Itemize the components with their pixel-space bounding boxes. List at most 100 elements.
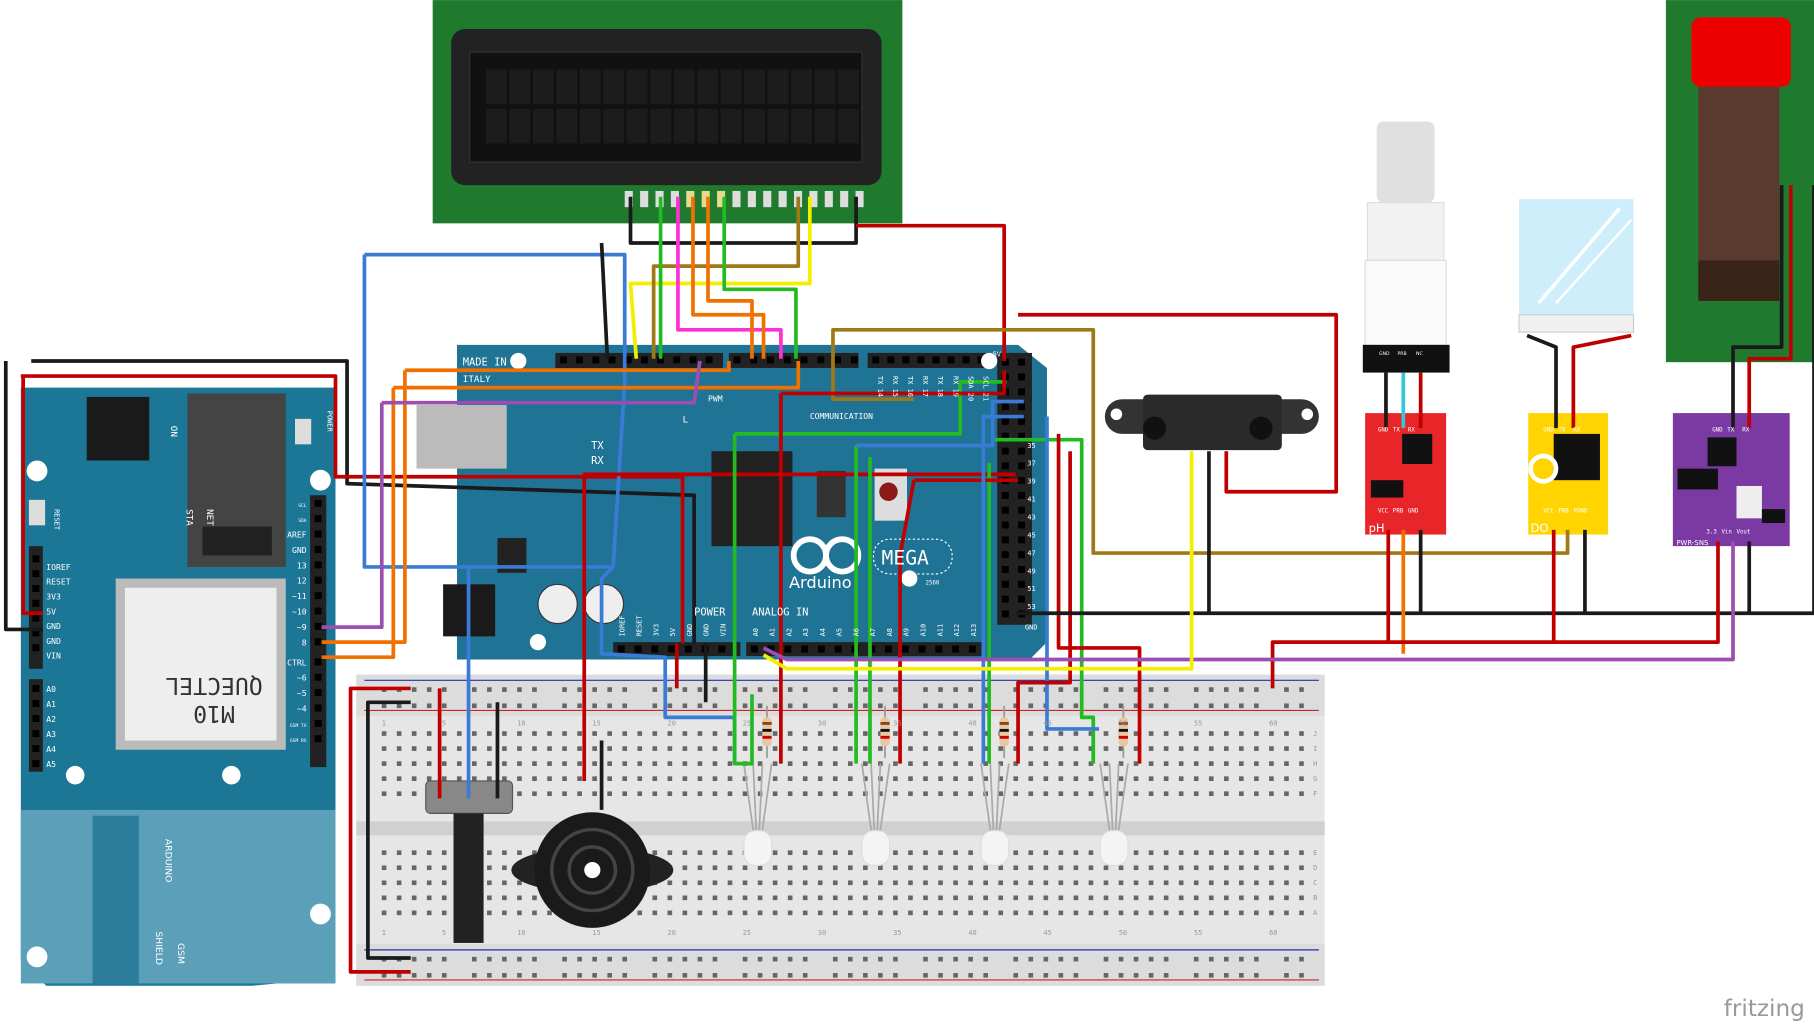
- pin-label: RX 19: [951, 376, 959, 397]
- header-pin: [1001, 417, 1009, 425]
- breadboard-hole: [1103, 956, 1109, 962]
- breadboard-hole: [968, 746, 973, 751]
- header-pin: [977, 356, 985, 364]
- module-pin-label: PRB: [1393, 509, 1404, 515]
- breadboard-hole: [893, 850, 898, 856]
- lcd-character-cell: [791, 108, 813, 144]
- breadboard-hole: [562, 761, 567, 766]
- wire: [381, 360, 702, 405]
- breadboard-hole: [577, 687, 582, 692]
- header-pin: [1018, 447, 1026, 455]
- gnd-label: GND: [1025, 623, 1038, 631]
- breadboard-hole: [938, 703, 943, 709]
- resistor-body: [999, 717, 1009, 747]
- breadboard-hole: [1088, 776, 1094, 781]
- breadboard-hole: [908, 865, 913, 871]
- breadboard-hole: [1223, 850, 1229, 856]
- breadboard-hole: [487, 895, 492, 901]
- breadboard-hole: [1223, 865, 1229, 871]
- header-pin: [1001, 551, 1009, 559]
- breadboard-hole: [1269, 880, 1274, 886]
- breadboard-hole: [953, 910, 958, 916]
- pin-label: RX 15: [891, 376, 899, 397]
- breadboard-hole: [1043, 791, 1049, 797]
- pin-label: VIN: [719, 624, 727, 637]
- breadboard-hole: [1133, 731, 1139, 736]
- wire: [898, 479, 916, 764]
- breadboard-hole: [622, 703, 628, 709]
- breadboard-hole: [757, 731, 763, 736]
- header-pin: [947, 356, 955, 364]
- breadboard-hole: [802, 703, 808, 709]
- breadboard-hole: [441, 973, 447, 978]
- breadboard-hole: [562, 776, 567, 781]
- breadboard-hole: [1239, 895, 1244, 901]
- pin-label: TX 18: [936, 376, 944, 397]
- breadboard-hole: [592, 761, 597, 766]
- breadboard-hole: [1073, 880, 1079, 886]
- wire: [20, 374, 685, 644]
- breadboard-hole: [863, 776, 868, 781]
- breadboard-hole: [787, 687, 793, 692]
- breadboard-hole: [1148, 973, 1154, 978]
- header-pin: [673, 356, 681, 364]
- breadboard-hole: [1269, 731, 1274, 736]
- pin-label: IOREF: [46, 562, 70, 572]
- breadboard-hole: [1148, 731, 1154, 736]
- breadboard-hole: [381, 880, 387, 886]
- breadboard-hole: [742, 910, 748, 916]
- header-pin: [817, 356, 825, 364]
- pin-label: 43: [1027, 514, 1035, 522]
- breadboard-hole: [1013, 761, 1019, 766]
- breadboard-hole: [1088, 895, 1094, 901]
- pin-label: A3: [46, 729, 56, 739]
- column-number: 25: [743, 929, 751, 937]
- breadboard-hole: [1118, 687, 1124, 692]
- header-pin: [1001, 566, 1009, 573]
- breadboard-hole: [817, 850, 823, 856]
- header-pin: [314, 704, 322, 712]
- breadboard-hole: [712, 731, 718, 736]
- breadboard-hole: [487, 746, 492, 751]
- breadboard-hole: [1178, 850, 1184, 856]
- breadboard-hole: [697, 703, 703, 709]
- led-body: [980, 830, 1010, 867]
- wire: [366, 700, 411, 960]
- breadboard-hole: [1269, 761, 1274, 766]
- breadboard-hole: [1163, 850, 1169, 856]
- breadboard-hole: [802, 973, 808, 978]
- breadboard-hole: [832, 731, 838, 736]
- row-letter: C: [1313, 879, 1317, 887]
- header-pin: [32, 570, 40, 578]
- breadboard-hole: [502, 865, 507, 871]
- module-pin-label: GND: [1408, 509, 1419, 515]
- resistor: [1118, 705, 1128, 758]
- breadboard-hole: [1239, 791, 1244, 797]
- header-pin: [901, 645, 909, 653]
- breadboard-hole: [1208, 956, 1214, 962]
- breadboard-hole: [968, 865, 973, 871]
- lcd-pin: [670, 190, 679, 208]
- power-button[interactable]: [295, 418, 312, 445]
- breadboard-hole: [697, 895, 703, 901]
- breadboard-hole: [1013, 731, 1019, 736]
- breadboard-hole: [983, 761, 988, 766]
- pin-label: A12: [953, 624, 961, 637]
- pin-label: NC: [1416, 351, 1423, 357]
- breadboard-hole: [787, 850, 793, 856]
- pin-label: IOREF: [619, 615, 627, 636]
- header-pin: [314, 499, 322, 507]
- reset-button[interactable]: [28, 499, 46, 526]
- breadboard-hole: [878, 910, 883, 916]
- breadboard-hole: [712, 703, 718, 709]
- breadboard-hole: [1178, 746, 1184, 751]
- breadboard: [356, 674, 1325, 986]
- breadboard-hole: [1239, 973, 1244, 978]
- dissolved-oxygen-probe: [1665, 0, 1814, 363]
- column-number: 50: [1119, 929, 1127, 937]
- column-number: 55: [1194, 719, 1202, 727]
- breadboard-hole: [1239, 956, 1244, 962]
- pin-label: ~4: [297, 703, 307, 713]
- header-pin: [1018, 491, 1026, 499]
- breadboard-hole: [652, 687, 658, 692]
